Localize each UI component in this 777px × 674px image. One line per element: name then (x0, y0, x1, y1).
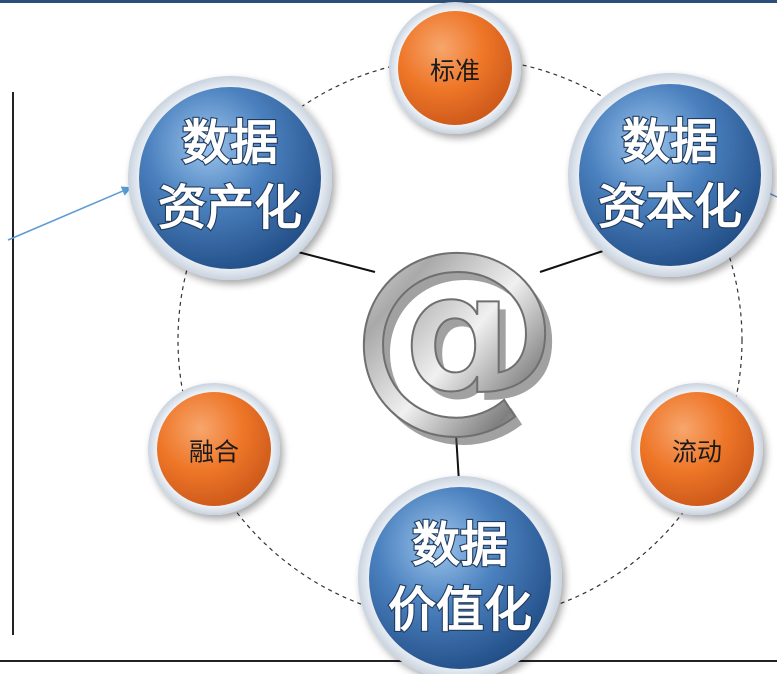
node-value-line1: 数据 (412, 517, 508, 573)
left-border-line (12, 92, 14, 635)
node-capital-line1: 数据 (622, 114, 718, 170)
node-fusion-label: 融合 (189, 438, 239, 467)
node-flow (631, 383, 763, 515)
node-capital-line2: 资本化 (598, 179, 742, 235)
connector-asset (297, 251, 376, 273)
node-value (358, 476, 562, 674)
node-asset-line1: 数据 (182, 115, 278, 171)
at-symbol: @ (350, 206, 560, 451)
node-capital (568, 73, 772, 277)
at-symbol-shadow: @ (357, 214, 567, 459)
node-flow-label: 流动 (672, 438, 722, 467)
node-fusion (148, 383, 280, 515)
footer-line (0, 660, 777, 662)
node-asset (128, 76, 332, 280)
header-line (0, 0, 777, 3)
connector-capital (539, 247, 613, 273)
node-standard-label: 标准 (430, 57, 480, 86)
node-value-line2: 价值化 (388, 582, 532, 638)
node-asset-line2: 资产化 (158, 180, 302, 236)
node-standard (389, 2, 521, 134)
at-symbol-icon: @ @ (349, 205, 567, 459)
incoming-arrow (7, 186, 132, 241)
